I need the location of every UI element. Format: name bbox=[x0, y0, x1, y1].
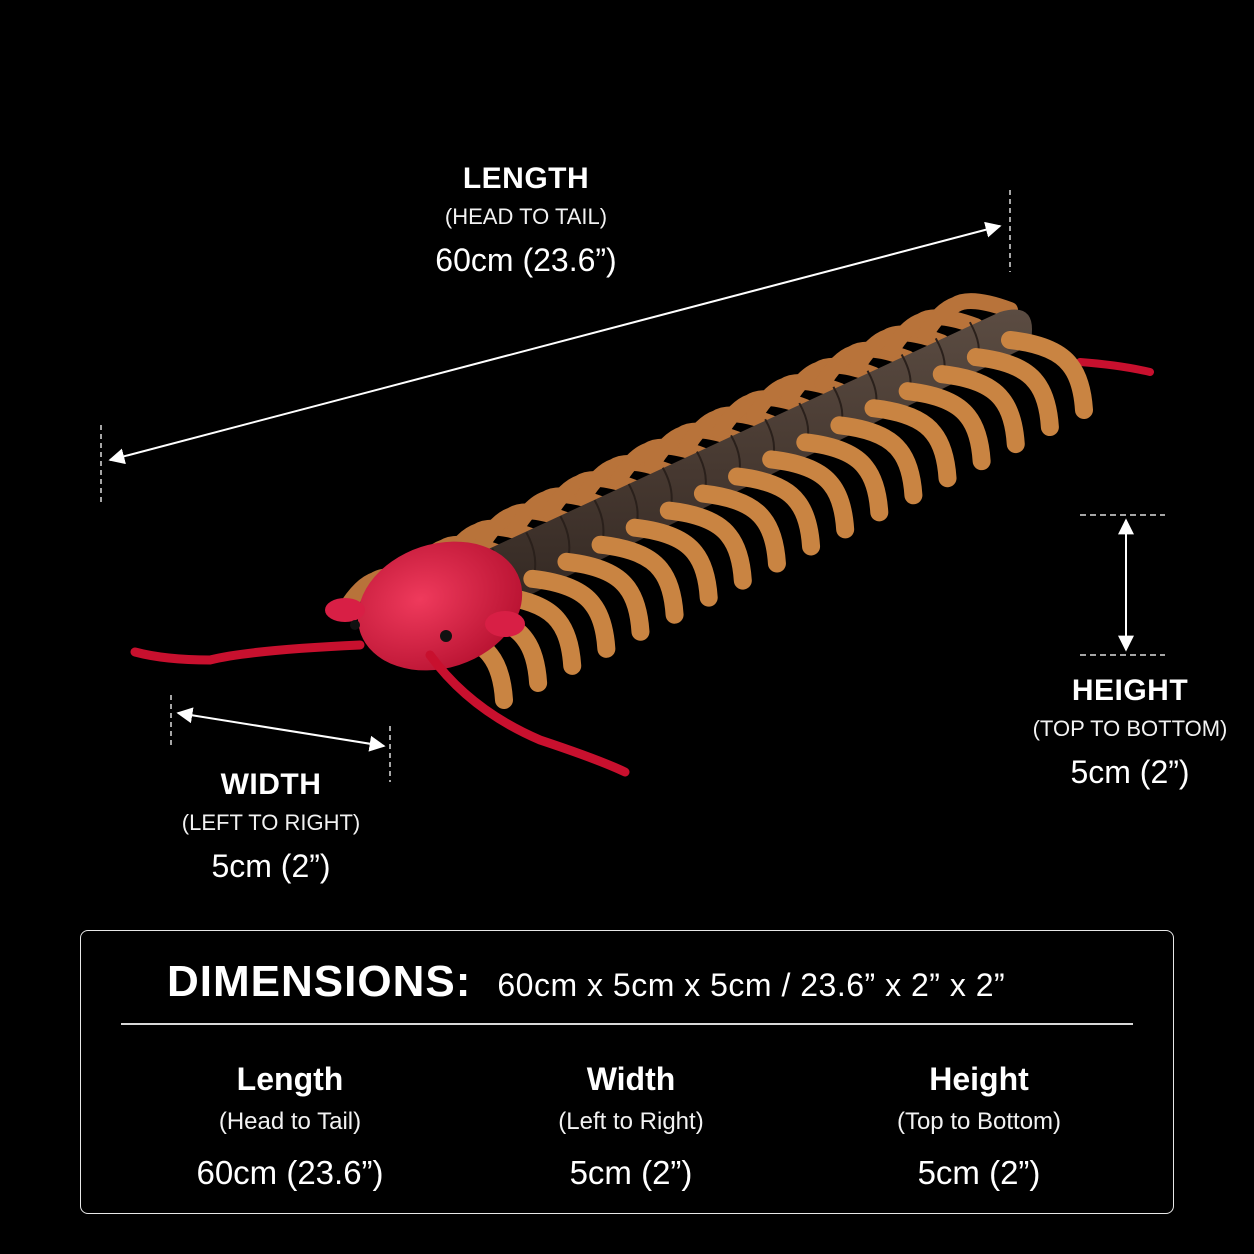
mandible-left bbox=[325, 598, 365, 622]
height-callout: HEIGHT (TOP TO BOTTOM) 5cm (2”) bbox=[1010, 674, 1250, 791]
length-callout-subtitle: (HEAD TO TAIL) bbox=[444, 204, 608, 229]
centipede-head bbox=[357, 541, 523, 671]
leg-front bbox=[659, 501, 752, 590]
height-callout-value: 5cm (2”) bbox=[1070, 754, 1190, 790]
width-callout-subtitle: (LEFT TO RIGHT) bbox=[181, 810, 361, 835]
summary-column-length: Length (Head to Tail) 60cm (23.6”) bbox=[140, 1061, 440, 1192]
summary-column-height: Height (Top to Bottom) 5cm (2”) bbox=[829, 1061, 1129, 1192]
dimensions-totals: 60cm x 5cm x 5cm / 23.6” x 2” x 2” bbox=[497, 967, 1006, 1003]
height-callout-title: HEIGHT bbox=[1071, 674, 1189, 707]
dimensions-summary-header: DIMENSIONS: 60cm x 5cm x 5cm / 23.6” x 2”… bbox=[167, 957, 1005, 1007]
length-callout-title: LENGTH bbox=[462, 162, 590, 195]
summary-column-width: Width (Left to Right) 5cm (2”) bbox=[481, 1061, 781, 1192]
antenna-right bbox=[425, 650, 630, 777]
length-callout-value: 60cm (23.6”) bbox=[435, 242, 617, 278]
summary-length-subtitle: (Head to Tail) bbox=[218, 1108, 362, 1135]
leg-front bbox=[523, 569, 616, 658]
mandible-right bbox=[485, 611, 525, 637]
tail-antenna bbox=[1076, 358, 1154, 376]
summary-length-title: Length bbox=[236, 1061, 344, 1097]
length-callout: LENGTH (HEAD TO TAIL) 60cm (23.6”) bbox=[376, 162, 676, 279]
leg-front bbox=[625, 518, 718, 607]
summary-height-value: 5cm (2”) bbox=[917, 1154, 1041, 1191]
width-arrow bbox=[176, 707, 386, 752]
summary-width-subtitle: (Left to Right) bbox=[558, 1108, 704, 1135]
leg-front bbox=[591, 535, 684, 624]
length-arrow bbox=[108, 221, 1002, 465]
eye-left bbox=[350, 620, 360, 630]
eye-right bbox=[440, 630, 452, 642]
leg-front bbox=[693, 484, 786, 573]
dimensions-summary-box: DIMENSIONS: 60cm x 5cm x 5cm / 23.6” x 2”… bbox=[80, 930, 1174, 1214]
summary-length-value: 60cm (23.6”) bbox=[196, 1154, 384, 1191]
width-callout: WIDTH (LEFT TO RIGHT) 5cm (2”) bbox=[121, 768, 421, 885]
summary-height-subtitle: (Top to Bottom) bbox=[896, 1108, 1062, 1135]
antenna-left bbox=[130, 640, 365, 665]
leg-front bbox=[728, 467, 821, 556]
width-callout-value: 5cm (2”) bbox=[211, 848, 331, 884]
summary-width-value: 5cm (2”) bbox=[569, 1154, 693, 1191]
dimensions-heading: DIMENSIONS: bbox=[167, 957, 472, 1006]
summary-divider bbox=[121, 1023, 1133, 1025]
summary-width-title: Width bbox=[586, 1061, 676, 1097]
width-callout-title: WIDTH bbox=[220, 768, 322, 801]
summary-height-title: Height bbox=[929, 1061, 1029, 1097]
leg-front bbox=[1001, 331, 1093, 419]
height-callout-subtitle: (TOP TO BOTTOM) bbox=[1032, 716, 1228, 741]
leg-front bbox=[557, 552, 650, 641]
